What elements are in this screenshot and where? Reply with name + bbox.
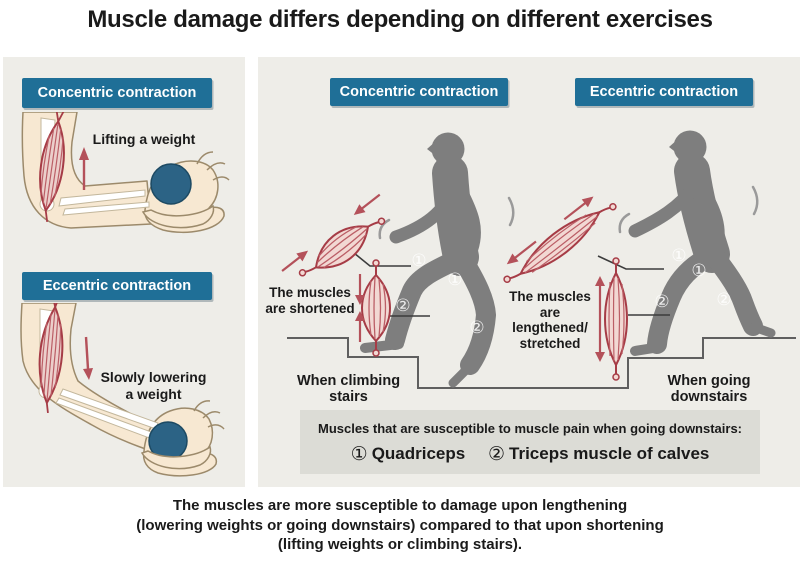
marker-quadriceps: ① bbox=[447, 270, 463, 289]
muscle-lengthened-diagonal bbox=[503, 196, 617, 284]
page-title: Muscle damage differs depending on diffe… bbox=[87, 6, 713, 33]
outward-arrows bbox=[506, 196, 594, 265]
lifting-caption: Lifting a weight bbox=[92, 131, 196, 147]
stairs-examples-panel: Concentric contraction Eccentric contrac… bbox=[258, 57, 800, 487]
concentric-header-left: Concentric contraction bbox=[22, 78, 212, 108]
note-intro: Muscles that are susceptible to muscle p… bbox=[317, 421, 743, 436]
lengthened-label: The muscles are lengthened/ stretched bbox=[509, 289, 591, 351]
weight-ball bbox=[150, 163, 192, 205]
palm-front bbox=[140, 445, 212, 470]
figure-climbing-silhouette bbox=[360, 132, 497, 388]
marker-calves: ② bbox=[716, 290, 732, 309]
eccentric-header-right: Eccentric contraction bbox=[575, 78, 753, 106]
eccentric-header-left: Eccentric contraction bbox=[22, 272, 212, 300]
inward-arrows bbox=[281, 193, 381, 272]
arm-lowering-illustration bbox=[20, 303, 225, 477]
up-arrow bbox=[79, 147, 89, 190]
palm-front bbox=[141, 204, 215, 229]
figure-descending-silhouette bbox=[628, 130, 776, 356]
muscle-lengthened-vertical bbox=[603, 257, 629, 381]
compress-arrows bbox=[355, 274, 365, 342]
muscle-shortened-vertical bbox=[360, 259, 392, 357]
biceps-muscle-long bbox=[38, 303, 64, 414]
marker-quadriceps: ① bbox=[671, 246, 687, 265]
marker-quadriceps: ① bbox=[691, 261, 707, 280]
summary-text: The muscles are more susceptible to dama… bbox=[136, 497, 664, 553]
ulna-bone bbox=[62, 201, 150, 216]
marker-calves: ② bbox=[469, 318, 485, 337]
motion-lines-descending bbox=[618, 185, 759, 234]
concentric-header-right: Concentric contraction bbox=[330, 78, 508, 106]
lowering-caption: Slowly lowering a weight bbox=[100, 369, 207, 402]
finger-lines bbox=[193, 400, 225, 430]
shortened-label: The muscles are shortened bbox=[265, 285, 355, 316]
finger-lines bbox=[196, 151, 230, 181]
stretch-arrows bbox=[595, 276, 605, 362]
down-arrow bbox=[83, 336, 93, 380]
radius-bone bbox=[58, 189, 146, 207]
marker-calves: ② bbox=[395, 296, 411, 315]
arm-examples-panel: Concentric contraction bbox=[3, 57, 245, 487]
marker-quadriceps: ① bbox=[411, 251, 427, 270]
pointer-lines bbox=[353, 252, 670, 317]
going-downstairs-label: When going downstairs bbox=[667, 373, 751, 405]
arm-lifting-illustration bbox=[21, 112, 230, 234]
climbing-stairs-label: When climbing stairs bbox=[296, 373, 401, 405]
stairs-outline bbox=[287, 337, 796, 389]
biceps-muscle-short bbox=[39, 112, 65, 222]
marker-calves: ② bbox=[654, 292, 670, 311]
radius-bone bbox=[59, 388, 159, 430]
muscle-shortened-diagonal bbox=[281, 193, 386, 277]
muscle-pain-note-box: Muscles that are susceptible to muscle p… bbox=[300, 410, 760, 474]
stairs-figures-illustration bbox=[281, 130, 796, 389]
motion-lines-climbing bbox=[378, 196, 515, 240]
